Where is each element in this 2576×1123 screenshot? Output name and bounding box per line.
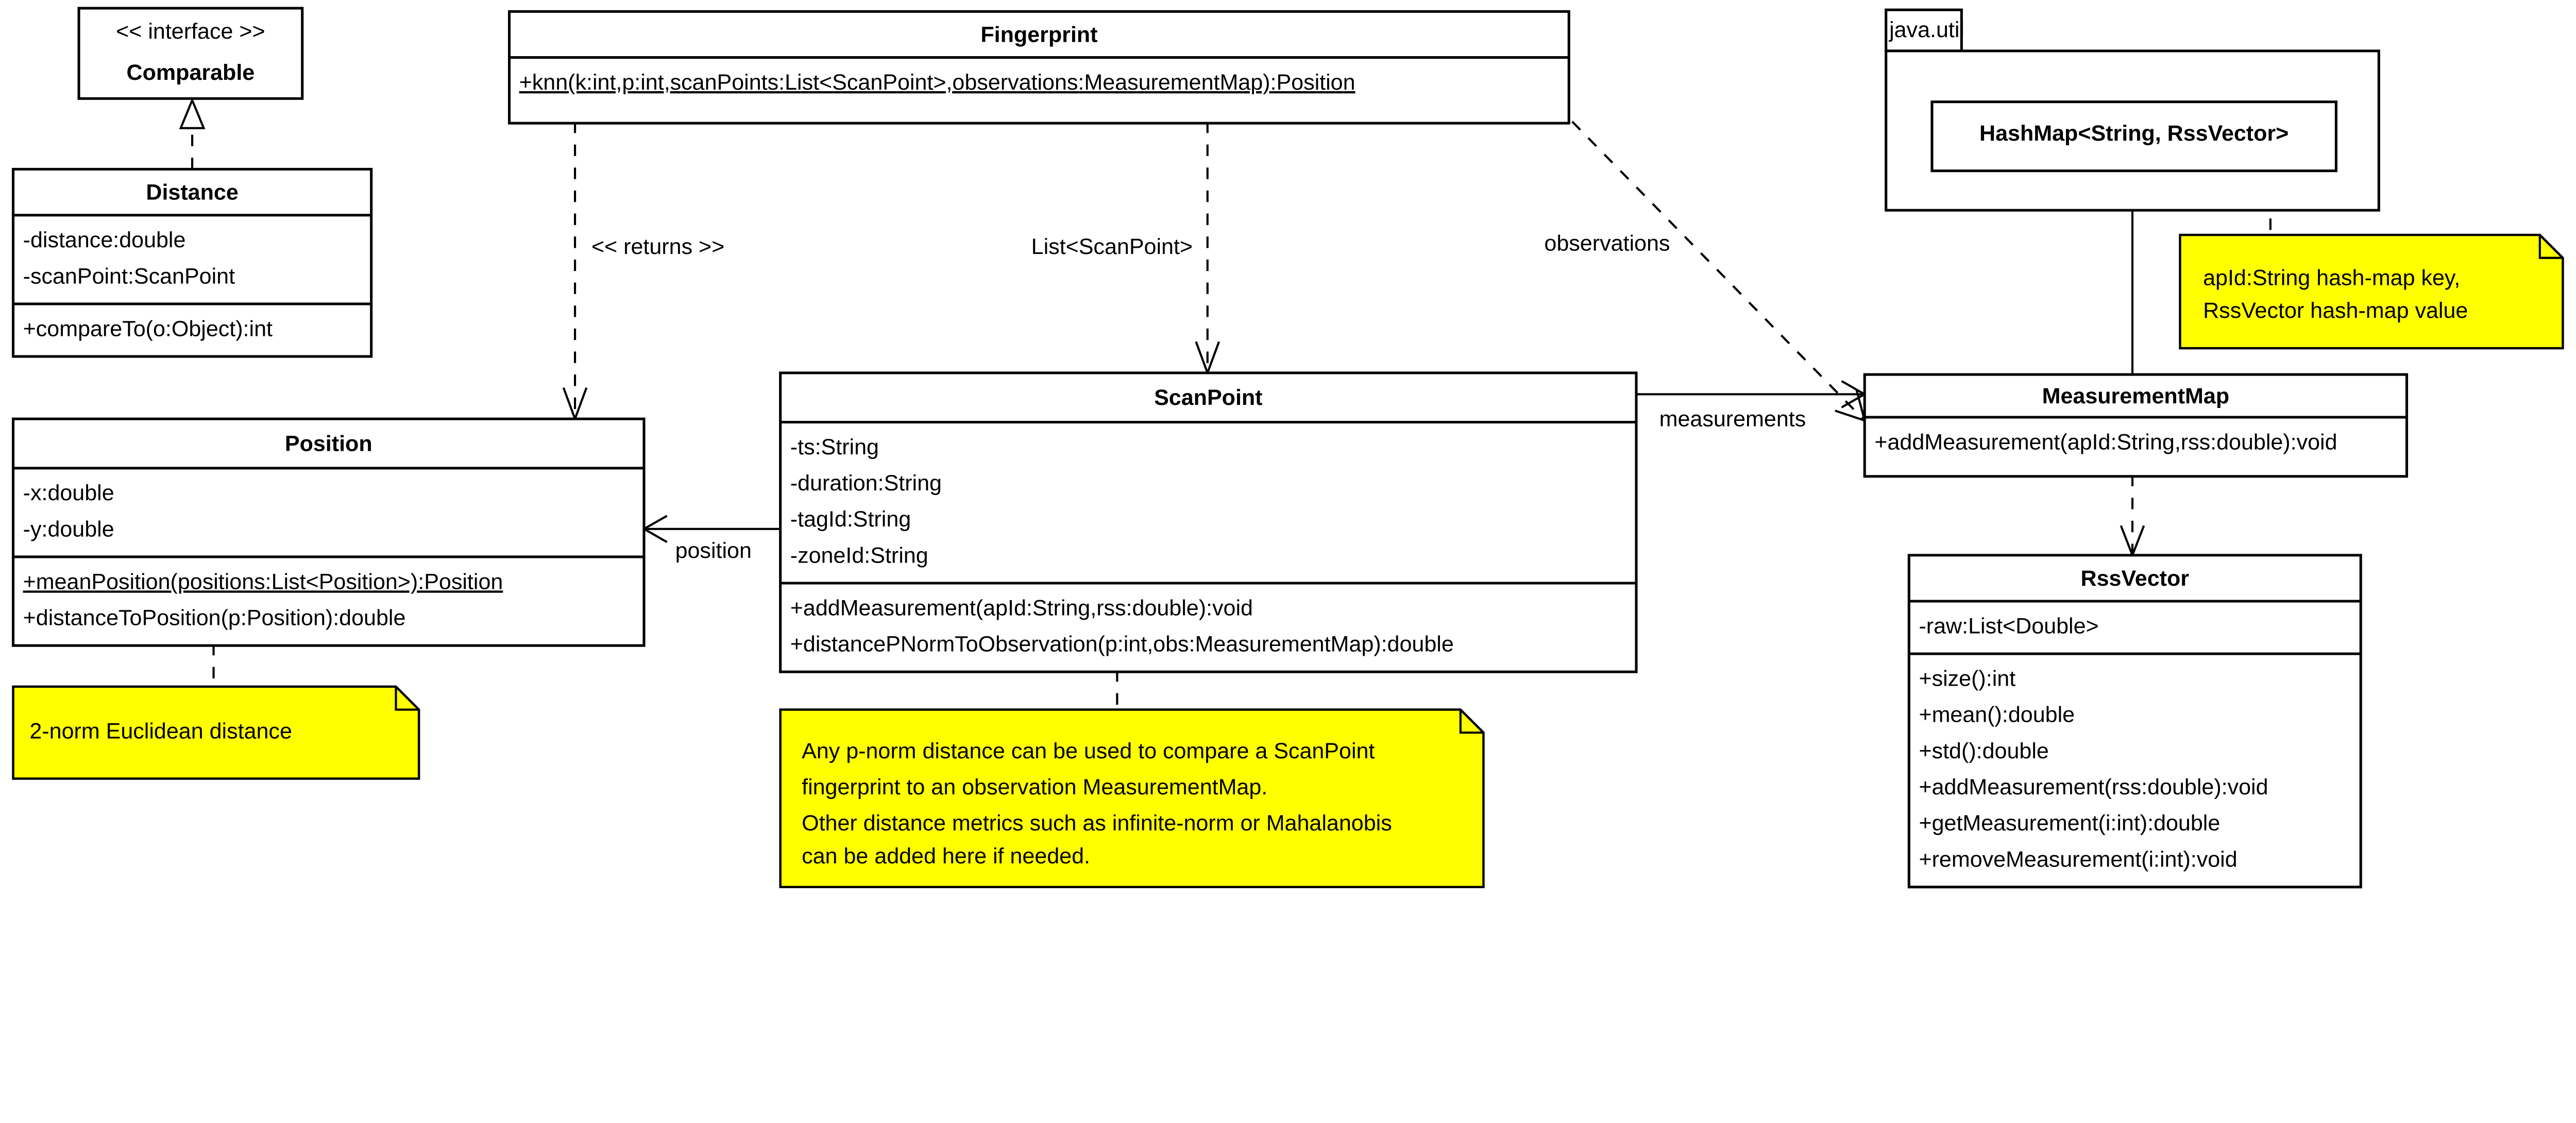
note-hashmap: apId:String hash-map key, RssVector hash-… (2179, 233, 2564, 350)
class-box (1930, 100, 2337, 173)
class-attribute: -tagId:String (790, 507, 911, 532)
note-text-line: RssVector hash-map value (2203, 298, 2468, 323)
class-distance[interactable]: Distance -distance:double -scanPoint:ScanP… (11, 167, 373, 358)
class-box (1863, 373, 2409, 478)
class-scanpoint[interactable]: ScanPoint -ts:String -duration:String -tagI… (779, 371, 1638, 673)
class-operation: +removeMeasurement(i:int):void (1919, 847, 2237, 872)
class-operation: +addMeasurement(apId:String,rss:double):… (1874, 430, 2337, 454)
note-text-line: Other distance metrics such as infinite-… (802, 811, 1392, 836)
class-fingerprint[interactable]: Fingerprint +knn(k:int,p:int,scanPoints:L… (507, 10, 1570, 125)
class-attribute: -y:double (23, 517, 114, 541)
note-shape (12, 685, 420, 780)
note-fold-icon (395, 686, 419, 711)
realization-triangle-icon (179, 97, 206, 129)
note-text-line: can be added here if needed. (802, 844, 1090, 869)
class-attribute: -zoneId:String (790, 543, 928, 568)
note-fold-icon (1459, 709, 1484, 734)
class-operation: +compareTo(o:Object):int (23, 316, 273, 341)
note-shape (2179, 233, 2564, 350)
class-operation: +distanceToPosition(p:Position):double (23, 606, 406, 631)
class-name: RssVector (2081, 566, 2190, 591)
note-text-line: 2-norm Euclidean distance (29, 719, 292, 744)
class-attribute: -scanPoint:ScanPoint (23, 264, 235, 288)
note-pnorm: Any p-norm distance can be used to compa… (779, 708, 1485, 889)
package-name: java.util (1888, 18, 1964, 42)
class-operation: +mean():double (1919, 703, 2075, 727)
class-comparable[interactable]: << interface >> Comparable (77, 7, 304, 100)
class-attribute: -x:double (23, 481, 114, 505)
class-attribute: -raw:List<Double> (1919, 614, 2098, 638)
class-operation: +addMeasurement(apId:String,rss:double):… (790, 595, 1253, 620)
class-attribute: -duration:String (790, 471, 942, 496)
note-text-line: fingerprint to an observation Measuremen… (802, 775, 1267, 799)
class-position[interactable]: Position -x:double -y:double +meanPosition(… (11, 417, 646, 647)
label-measurements: measurements (1659, 407, 1806, 432)
note-shape (779, 708, 1485, 889)
class-name: MeasurementMap (2042, 384, 2229, 409)
label-position: position (675, 538, 752, 563)
class-operation: +addMeasurement(rss:double):void (1919, 775, 2268, 799)
class-operation: +std():double (1919, 739, 2048, 763)
dependency-observations (1571, 121, 1866, 421)
class-stereotype: << interface >> (116, 19, 265, 44)
class-rssvector[interactable]: RssVector -raw:List<Double> +size():int +me… (1907, 554, 2362, 889)
class-operation: +size():int (1919, 667, 2015, 691)
note-fold-icon (2538, 234, 2563, 259)
class-operation: +distancePNormToObservation(p:int,obs:Me… (790, 632, 1454, 657)
class-attribute: -distance:double (23, 228, 186, 252)
label-returns: << returns >> (591, 234, 724, 259)
class-operation: +meanPosition(positions:List<Position>):… (23, 569, 503, 594)
class-attribute: -ts:String (790, 435, 879, 460)
note-euclid: 2-norm Euclidean distance (12, 685, 420, 780)
label-observations: observations (1544, 231, 1670, 256)
uml-class-diagram: << returns >> List<ScanPoint> observatio… (11, 7, 2564, 889)
class-box (507, 10, 1570, 125)
class-name: Position (285, 432, 372, 456)
class-name: Distance (146, 180, 238, 205)
class-box (77, 7, 304, 100)
note-text-line: Any p-norm distance can be used to compa… (802, 739, 1375, 763)
class-hashmap[interactable]: HashMap<String, RssVector> (1930, 100, 2337, 173)
class-measurementmap[interactable]: MeasurementMap +addMeasurement(apId:Strin… (1863, 373, 2409, 478)
connectors: << returns >> List<ScanPoint> observatio… (179, 97, 2272, 710)
class-box (11, 167, 373, 358)
class-name: HashMap<String, RssVector> (1979, 121, 2289, 146)
class-name: Fingerprint (980, 23, 1097, 47)
class-box (11, 417, 646, 647)
label-list-scanpoint: List<ScanPoint> (1031, 234, 1193, 259)
note-text-line: apId:String hash-map key, (2203, 265, 2460, 290)
class-name: ScanPoint (1154, 385, 1262, 410)
class-name: Comparable (127, 60, 255, 85)
class-box (1907, 554, 2362, 889)
class-operation: +knn(k:int,p:int,scanPoints:List<ScanPoi… (519, 70, 1355, 95)
class-operation: +getMeasurement(i:int):double (1919, 811, 2220, 836)
